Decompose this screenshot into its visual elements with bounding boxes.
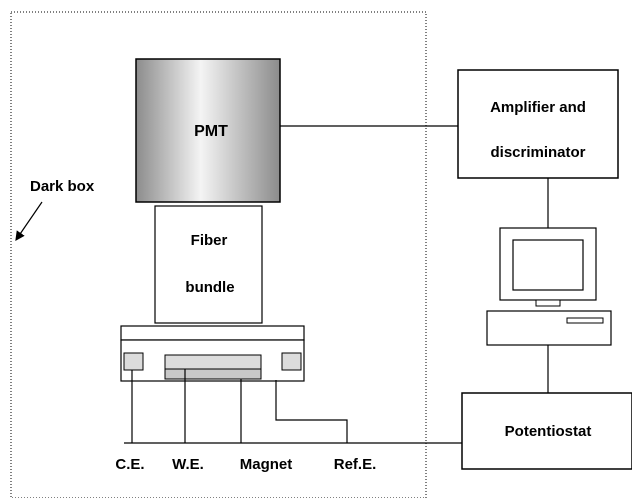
dark-box-label: Dark box bbox=[30, 178, 95, 195]
refe-label: Ref.E. bbox=[334, 456, 377, 473]
cell-left-block bbox=[123, 352, 144, 371]
fiber-label-line2: bundle bbox=[185, 279, 234, 296]
pmt-box bbox=[135, 58, 281, 203]
pmt-label: PMT bbox=[194, 123, 228, 140]
dark-box-arrow bbox=[15, 201, 43, 241]
refe-lead bbox=[275, 380, 348, 443]
amplifier-box bbox=[457, 69, 619, 179]
amplifier-label-line2: discriminator bbox=[490, 144, 585, 161]
potentiostat-label: Potentiostat bbox=[505, 423, 592, 440]
fiber-label-line1: Fiber bbox=[191, 232, 228, 249]
cell-center-plate bbox=[164, 354, 262, 370]
magnet-label: Magnet bbox=[240, 456, 293, 473]
amplifier-label-line1: Amplifier and bbox=[490, 99, 586, 116]
cell-right-block bbox=[281, 352, 302, 371]
magnet-block bbox=[164, 368, 262, 380]
potentiostat-box bbox=[461, 392, 632, 470]
ce-label: C.E. bbox=[115, 456, 144, 473]
computer-case bbox=[486, 310, 612, 346]
computer-icon bbox=[486, 227, 612, 346]
electrochemical-cell bbox=[120, 325, 305, 382]
cell-top-plate bbox=[120, 325, 305, 341]
monitor-neck bbox=[535, 299, 561, 307]
fiber-bundle-box bbox=[154, 205, 263, 324]
monitor-screen bbox=[512, 239, 584, 291]
dark-box-border bbox=[10, 11, 427, 498]
drive-slot bbox=[566, 317, 604, 324]
we-label: W.E. bbox=[172, 456, 204, 473]
